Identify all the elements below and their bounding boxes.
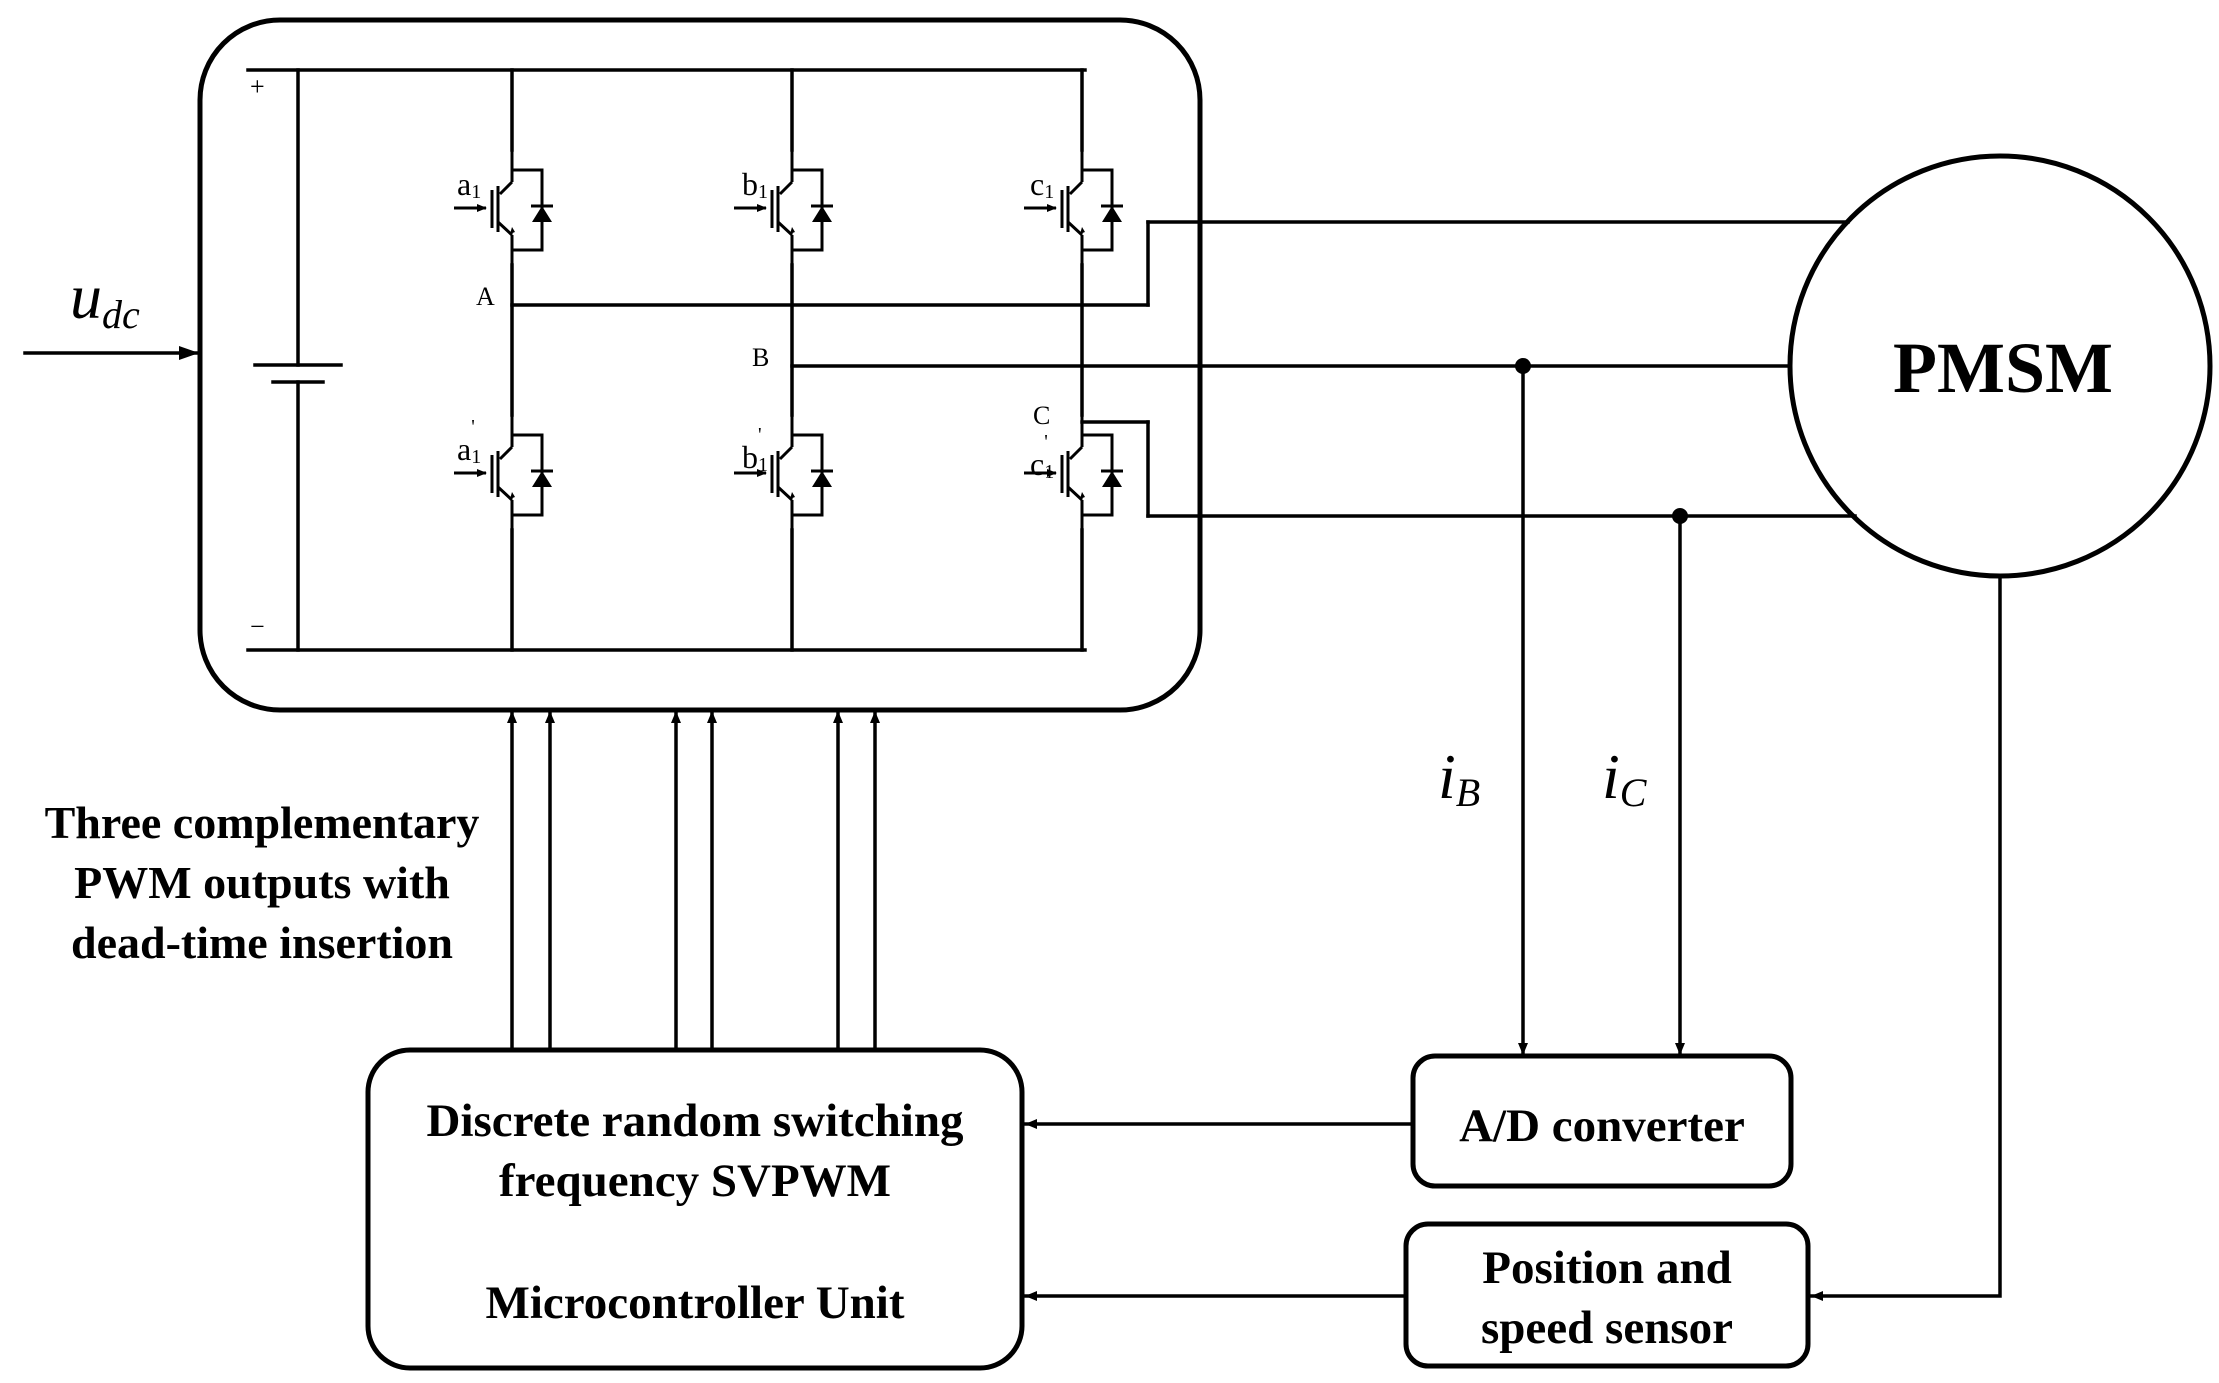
switch-a1-prime-label: a1' xyxy=(457,416,481,468)
sensor-line-1: Position and xyxy=(1482,1242,1731,1294)
sensor-line-2: speed sensor xyxy=(1481,1302,1733,1354)
switch-b1-prime-label: b1' xyxy=(742,424,768,476)
dc-battery-icon xyxy=(253,68,343,652)
mcu-block xyxy=(365,1047,1025,1371)
phase-a-wire xyxy=(510,220,1850,307)
motor-feedback-line xyxy=(1810,574,2002,1301)
pwm-note-line-2: PWM outputs with xyxy=(74,857,450,908)
leg-a xyxy=(454,68,553,652)
adc-label: A/D converter xyxy=(1459,1100,1745,1152)
switch-c1-prime-label: c1' xyxy=(1030,431,1054,483)
node-c-label: C xyxy=(1033,401,1050,430)
polarity-plus: + xyxy=(250,72,265,101)
pwm-note: Three complementary PWM outputs with dea… xyxy=(45,797,480,968)
node-a-label: A xyxy=(476,282,495,311)
switch-b1-label: b1 xyxy=(742,166,768,203)
dc-voltage-label: udc xyxy=(70,261,140,337)
phase-b-wire xyxy=(790,358,1792,374)
leg-c xyxy=(1024,68,1123,652)
mcu-line-1: Discrete random switching xyxy=(427,1095,964,1147)
switch-a1-label: a1 xyxy=(457,166,481,203)
ib-label: iB xyxy=(1438,741,1480,815)
mcu-line-3: Microcontroller Unit xyxy=(486,1277,905,1329)
switch-c1-label: c1 xyxy=(1030,166,1054,203)
node-b-label: B xyxy=(752,343,769,372)
pwm-note-line-1: Three complementary xyxy=(45,797,480,848)
polarity-minus: − xyxy=(250,612,265,641)
ic-label: iC xyxy=(1602,741,1648,815)
pmsm-label: PMSM xyxy=(1893,328,2113,408)
pwm-gate-signals xyxy=(507,710,880,1052)
leg-b xyxy=(734,68,833,652)
pwm-note-line-3: dead-time insertion xyxy=(71,917,453,968)
mcu-line-2: frequency SVPWM xyxy=(499,1155,891,1207)
adc-block xyxy=(1410,1053,1794,1189)
